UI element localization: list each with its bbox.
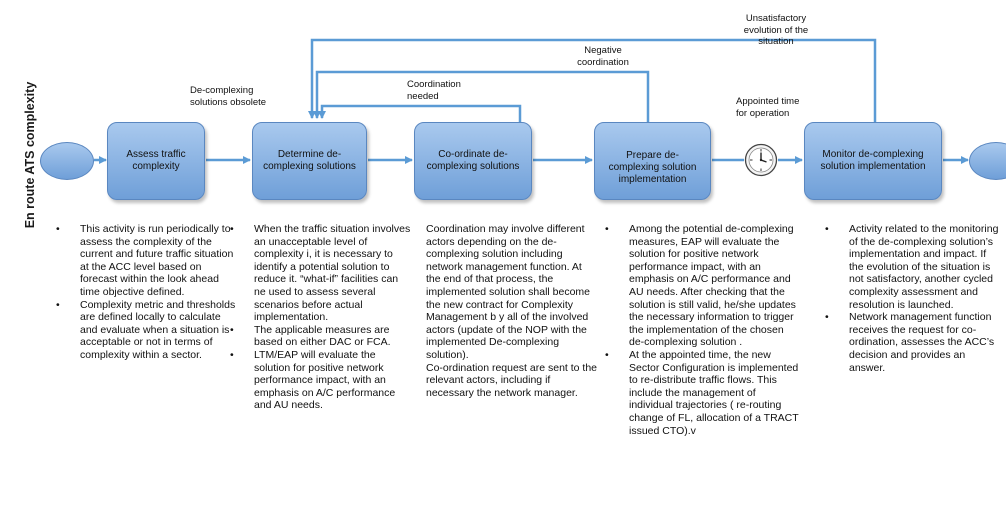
box-label: Prepare de-complexing solution implement… bbox=[608, 150, 697, 185]
label-negative-coordination: Negative coordination bbox=[577, 45, 629, 68]
start-event bbox=[40, 142, 94, 180]
list-item: •Activity related to the monitoring of t… bbox=[825, 223, 999, 311]
label-solutions-obsolete: De-complexing solutions obsolete bbox=[190, 85, 267, 108]
list-item: •Complexity metric and thresholds are de… bbox=[56, 298, 236, 361]
box-label: Assess traffic complexity bbox=[126, 149, 186, 172]
list-item: •The applicable measures are based on ei… bbox=[230, 323, 391, 349]
paragraph: Coordination may involve different actor… bbox=[426, 223, 591, 361]
box-monitor-implementation: Monitor de-complexing solution implement… bbox=[804, 122, 942, 200]
bullet-icon: • bbox=[230, 223, 234, 235]
description-prepare: •Among the potential de-complexing measu… bbox=[605, 223, 801, 437]
loop-unsatisfactory-evolution bbox=[308, 38, 877, 124]
description-determine: •When the traffic situation involves an … bbox=[230, 223, 412, 412]
list-item: •Among the potential de-complexing measu… bbox=[605, 223, 796, 349]
list-item: •At the appointed time, the new Sector C… bbox=[605, 348, 799, 437]
list-item: •LTM/EAP will evaluate the solution for … bbox=[230, 348, 396, 412]
paragraph: Co-ordination request are sent to the re… bbox=[426, 361, 598, 399]
loop-coordination-needed bbox=[318, 104, 522, 122]
list-item: •When the traffic situation involves an … bbox=[230, 223, 411, 324]
bullet-icon: • bbox=[605, 223, 609, 235]
bullet-icon: • bbox=[230, 323, 234, 336]
box-determine-solutions: Determine de-complexing solutions bbox=[252, 122, 367, 200]
bullet-icon: • bbox=[56, 298, 60, 311]
list-item: •Network management function receives th… bbox=[825, 311, 995, 374]
clock-icon bbox=[744, 143, 778, 177]
box-label: Determine de-complexing solutions bbox=[263, 149, 356, 172]
label-appointed-time: Appointed time for operation bbox=[736, 96, 800, 119]
box-prepare-implementation: Prepare de-complexing solution implement… bbox=[594, 122, 711, 200]
label-coordination-needed: Coordination needed bbox=[407, 79, 461, 102]
box-coordinate-solutions: Co-ordinate de-complexing solutions bbox=[414, 122, 532, 200]
box-assess-traffic-complexity: Assess traffic complexity bbox=[107, 122, 205, 200]
bullet-icon: • bbox=[605, 348, 609, 361]
description-coordinate: Coordination may involve different actor… bbox=[426, 223, 598, 399]
loop-negative-coordination bbox=[313, 70, 650, 124]
bullet-icon: • bbox=[56, 223, 60, 235]
box-label: Co-ordinate de-complexing solutions bbox=[426, 149, 520, 172]
list-item: •This activity is run periodically to as… bbox=[56, 223, 234, 298]
bullet-icon: • bbox=[825, 223, 829, 235]
box-label: Monitor de-complexing solution implement… bbox=[820, 149, 926, 172]
description-assess: •This activity is run periodically to as… bbox=[56, 223, 236, 362]
bullet-icon: • bbox=[230, 348, 234, 361]
label-unsatisfactory-evolution: Unsatisfactory evolution of the situatio… bbox=[743, 13, 809, 47]
bullet-icon: • bbox=[825, 311, 829, 324]
description-monitor: •Activity related to the monitoring of t… bbox=[825, 223, 1001, 374]
